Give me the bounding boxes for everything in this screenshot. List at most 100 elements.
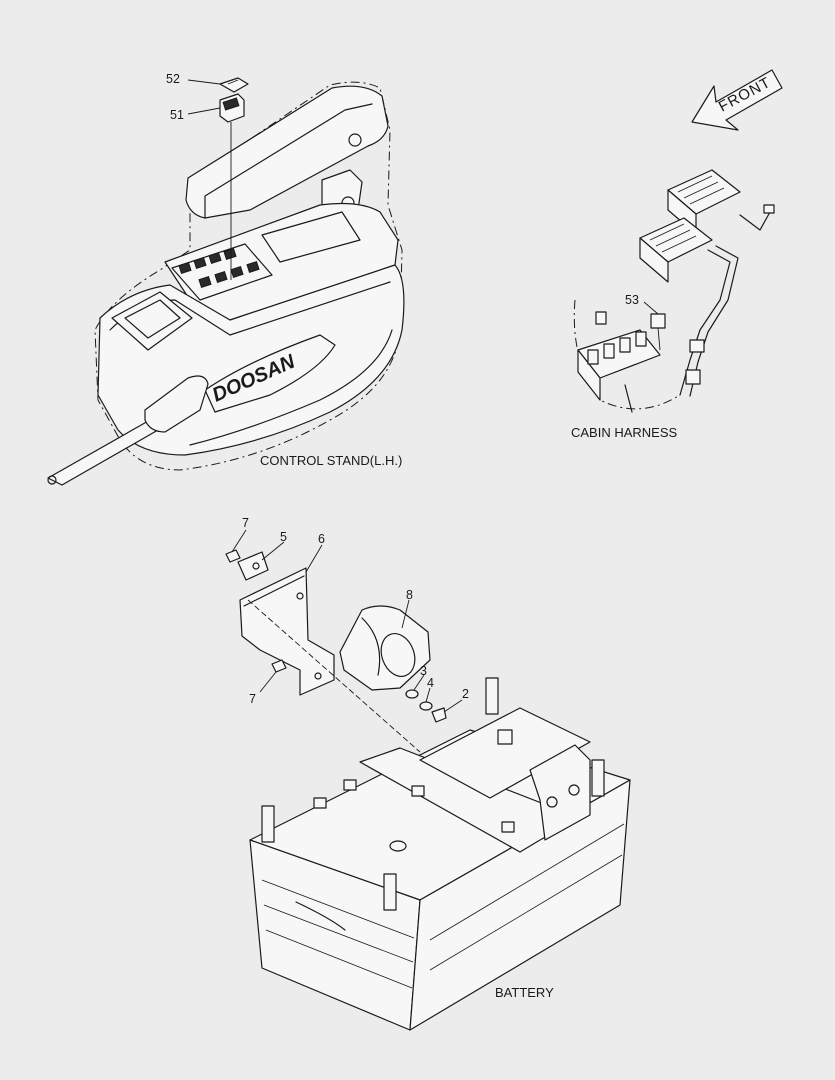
switch-slot-6 (214, 271, 228, 283)
bracket-hole-2 (314, 672, 322, 680)
fuse-row-lower (649, 223, 697, 253)
battery-right-ribs (429, 823, 625, 971)
switch-slot-2 (193, 257, 207, 269)
switch-slot-3 (208, 252, 222, 264)
control-stand: DOOSAN (47, 77, 405, 486)
leader-7-lower (259, 671, 277, 693)
harness-plug-top (763, 204, 775, 214)
relay-block-side (577, 349, 601, 401)
hold-down-plate (419, 707, 591, 799)
battery-bracket-hole-2 (568, 784, 580, 796)
switch-slot-5 (198, 276, 212, 288)
callout-53: 53 (625, 293, 639, 307)
front-pad (111, 291, 193, 351)
battery-cap (389, 840, 407, 852)
battery-post-4 (485, 677, 499, 715)
relay-2 (603, 343, 615, 359)
battery-post-2 (383, 873, 397, 911)
rocker-switch-face (222, 97, 240, 111)
callout-6: 6 (318, 532, 325, 546)
callout-2: 2 (462, 687, 469, 701)
caption-cabin-harness: CABIN HARNESS (571, 425, 678, 440)
bracket-hole-1 (296, 592, 304, 600)
leader-8 (401, 599, 410, 629)
relay-53 (650, 313, 666, 329)
alarm-assembly (225, 549, 447, 753)
battery-post-3 (591, 759, 605, 797)
switch-cover-52 (219, 77, 249, 93)
fuse-row-upper (677, 175, 725, 205)
front-arrow-shape (691, 69, 783, 131)
fuse-box-lower-side (639, 237, 669, 283)
harness-drop-wire (624, 384, 633, 413)
battery-post-1 (261, 805, 275, 843)
switch-slot-1 (178, 262, 192, 274)
relay-1 (587, 349, 599, 365)
horn-8-band (361, 617, 381, 676)
safety-lever-grip (144, 375, 209, 433)
bolt-7-lower (271, 659, 287, 673)
leader-3 (413, 674, 425, 691)
battery (249, 677, 631, 1031)
lever-end (47, 475, 57, 485)
harness-trunk (679, 249, 731, 396)
bolt-7-upper (225, 549, 241, 563)
lock-washer-4 (419, 701, 433, 711)
leader-51 (187, 107, 221, 115)
switch-cover-detail (227, 79, 239, 85)
leader-52 (187, 79, 221, 85)
callout-numbers: 52 51 53 7 5 6 8 3 4 2 7 (166, 72, 639, 706)
harness-connector-2 (685, 369, 701, 385)
leader-4 (425, 687, 431, 703)
callout-7-upper: 7 (242, 516, 249, 530)
harness-trunk-2 (689, 245, 739, 397)
callout-leaders (187, 79, 659, 713)
relay-install-line (657, 327, 661, 351)
console-phantom-outline (94, 81, 403, 471)
leader-53 (643, 301, 659, 315)
leader-5 (261, 541, 285, 561)
callout-5: 5 (280, 530, 287, 544)
caption-control-stand: CONTROL STAND(L.H.) (260, 453, 402, 468)
armrest-edge (204, 103, 373, 219)
battery-block-4 (501, 821, 515, 833)
battery-block-3 (411, 785, 425, 797)
bolt-2 (431, 707, 447, 723)
battery-bracket (529, 744, 591, 841)
harness-branch-top (739, 211, 771, 231)
console-body-lower-edge (189, 329, 393, 446)
battery-block-1 (313, 797, 327, 809)
armrest-bolt (348, 133, 362, 147)
terminal-nut (497, 729, 513, 745)
safety-lever (47, 419, 159, 486)
relay-3 (619, 337, 631, 353)
callout-7-lower: 7 (249, 692, 256, 706)
switch-slot-7 (230, 266, 244, 278)
bracket-6 (239, 567, 335, 696)
bracket-6-fold (243, 575, 305, 607)
switch-slot-8 (246, 261, 260, 273)
battery-handle (295, 901, 346, 931)
leader-7-upper (231, 529, 247, 553)
caption-battery: BATTERY (495, 985, 554, 1000)
harness-connector-1 (689, 339, 705, 353)
cabin-phantom-outline (573, 299, 681, 410)
front-pad-inset (124, 299, 181, 339)
console-tray (261, 211, 361, 263)
callout-51: 51 (170, 108, 184, 122)
small-connector (595, 311, 607, 325)
relay-4 (635, 331, 647, 347)
battery-bracket-hole-1 (546, 796, 558, 808)
clip-5-hole (252, 562, 260, 570)
leader-2 (443, 699, 463, 713)
mount-axis (247, 599, 421, 753)
armrest (185, 85, 389, 219)
leader-6 (305, 544, 323, 573)
callout-52: 52 (166, 72, 180, 86)
washer-3 (405, 689, 419, 699)
battery-front-ribs (261, 879, 415, 989)
cabin-harness (573, 169, 775, 413)
front-arrow: FRONT (691, 69, 783, 131)
